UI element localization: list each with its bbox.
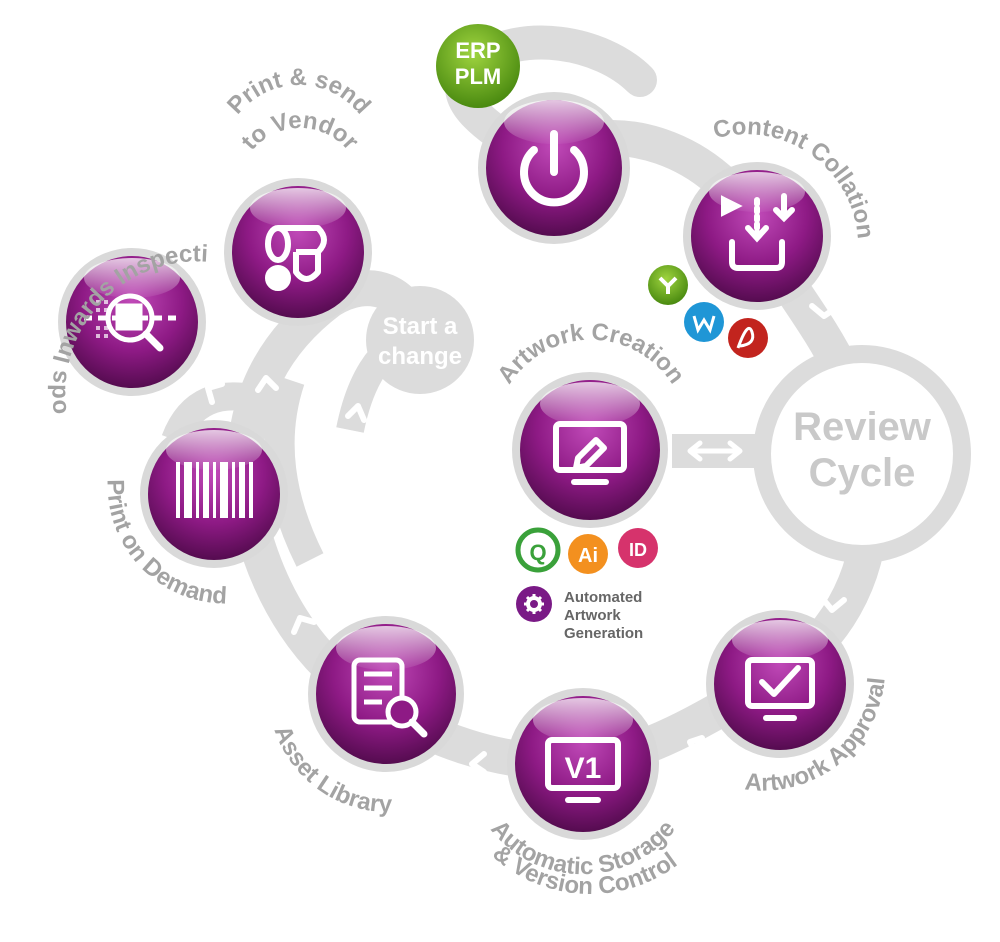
version-monitor-icon: V1 xyxy=(545,737,621,803)
svg-text:Q: Q xyxy=(529,540,546,565)
arrow-icon xyxy=(291,615,317,635)
erp-plm-badge[interactable]: ERP PLM xyxy=(436,24,520,108)
arrow-icon xyxy=(687,735,705,757)
arrow-icon xyxy=(345,403,367,423)
review-cycle-line1: Review xyxy=(793,405,932,449)
pdf-icon xyxy=(728,318,768,358)
power-icon xyxy=(520,130,588,207)
gear-icon xyxy=(524,594,544,614)
quark-icon: Q xyxy=(515,527,561,573)
node-automatic-storage[interactable]: V1 Automatic Storage & Version Control xyxy=(485,688,682,900)
label-print-send-line2: to Vendor xyxy=(236,107,364,155)
app-icon-blue xyxy=(684,302,724,342)
arrow-icon xyxy=(809,303,839,319)
automated-line1: Automated xyxy=(564,589,642,606)
arrow-icon xyxy=(469,751,487,775)
review-cycle[interactable]: Review Cycle xyxy=(753,345,971,563)
svg-text:to Vendor: to Vendor xyxy=(236,107,364,155)
app-icon-green xyxy=(648,265,688,305)
barcode-icon xyxy=(176,462,253,518)
document-search-icon xyxy=(351,657,428,738)
collation-icon xyxy=(721,193,795,271)
paper-roll-icon xyxy=(265,225,327,291)
automated-line3: Generation xyxy=(564,625,643,642)
automated-line2: Artwork xyxy=(564,607,621,624)
erp-label: ERP xyxy=(455,38,500,63)
node-start-of-project[interactable]: Start of Project xyxy=(478,92,637,286)
node-artwork-creation[interactable]: Artwork Creation xyxy=(492,319,690,528)
flow-arrows xyxy=(205,175,847,775)
start-a-change-line1: Start a xyxy=(383,313,458,340)
arrow-icon xyxy=(255,375,279,393)
version-label: V1 xyxy=(565,752,602,785)
node-print-and-send[interactable]: Print & send to Vendor xyxy=(222,64,376,326)
arrow-icon xyxy=(319,525,341,543)
illustrator-icon: Ai xyxy=(568,534,608,574)
review-link-arrow xyxy=(672,434,758,468)
review-cycle-line2: Cycle xyxy=(809,451,916,495)
arrow-icon xyxy=(205,381,225,405)
start-a-change-bubble[interactable]: Start a change xyxy=(366,286,474,394)
monitor-pencil-icon xyxy=(553,421,627,485)
inspection-icon xyxy=(84,293,176,352)
arrow-icon xyxy=(649,175,667,201)
illustrator-label: Ai xyxy=(578,545,598,567)
node-goods-inwards-inspection[interactable]: Goods Inwards Inspection xyxy=(0,0,209,416)
automated-artwork-generation: Automated Artwork Generation xyxy=(516,586,643,642)
node-content-collation[interactable]: Content Collation xyxy=(683,113,879,310)
arrow-icon xyxy=(819,595,847,613)
indesign-icon: ID xyxy=(618,528,658,568)
plm-label: PLM xyxy=(455,64,501,89)
indesign-label: ID xyxy=(629,540,647,560)
checkmark-monitor-icon xyxy=(745,657,815,721)
node-artwork-approval[interactable]: Artwork Approval xyxy=(706,610,891,797)
start-a-change-line2: change xyxy=(378,343,462,370)
